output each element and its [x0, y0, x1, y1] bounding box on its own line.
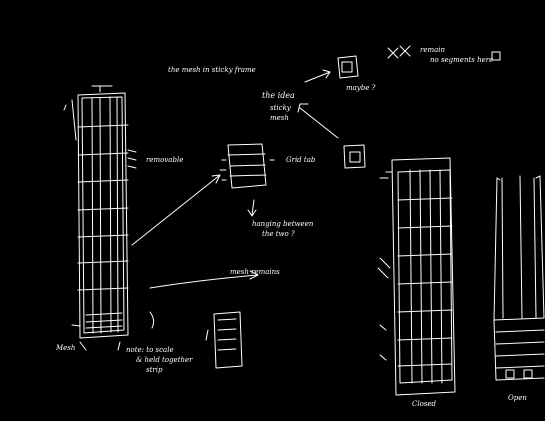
top-icons [337, 45, 501, 169]
note-middle-2: the two ? [262, 230, 295, 238]
note-bottom-left-1: note: to scale [126, 346, 174, 354]
note-bottom-left-3: strip [146, 366, 163, 374]
label-left: Mesh [56, 344, 76, 352]
open-loops-sketch [493, 175, 545, 381]
left-column-sketch [63, 85, 137, 351]
note-middle: hanging between [252, 220, 314, 228]
note-top-left: the mesh in sticky frame [168, 66, 256, 74]
label-open: Open [508, 394, 527, 402]
label-closed: Closed [412, 400, 437, 408]
note-top-right-1: remain [420, 46, 446, 54]
note-title-sub-1: sticky [270, 104, 291, 112]
pocket-sketch [219, 143, 275, 189]
device-sketch [205, 311, 243, 369]
arrows [131, 69, 339, 329]
right-grid-sketch [377, 157, 456, 396]
note-top-q: maybe ? [346, 84, 376, 92]
note-top-right-2: no segments here [430, 56, 494, 64]
note-bottom-left-2: & held together [136, 356, 193, 364]
note-mid-right: Grid tab [286, 156, 316, 164]
note-title: the idea [262, 91, 295, 100]
note-remote: removable [146, 156, 184, 164]
note-title-sub-2: mesh [270, 114, 289, 122]
note-bottom-mid: mesh remains [230, 268, 280, 276]
